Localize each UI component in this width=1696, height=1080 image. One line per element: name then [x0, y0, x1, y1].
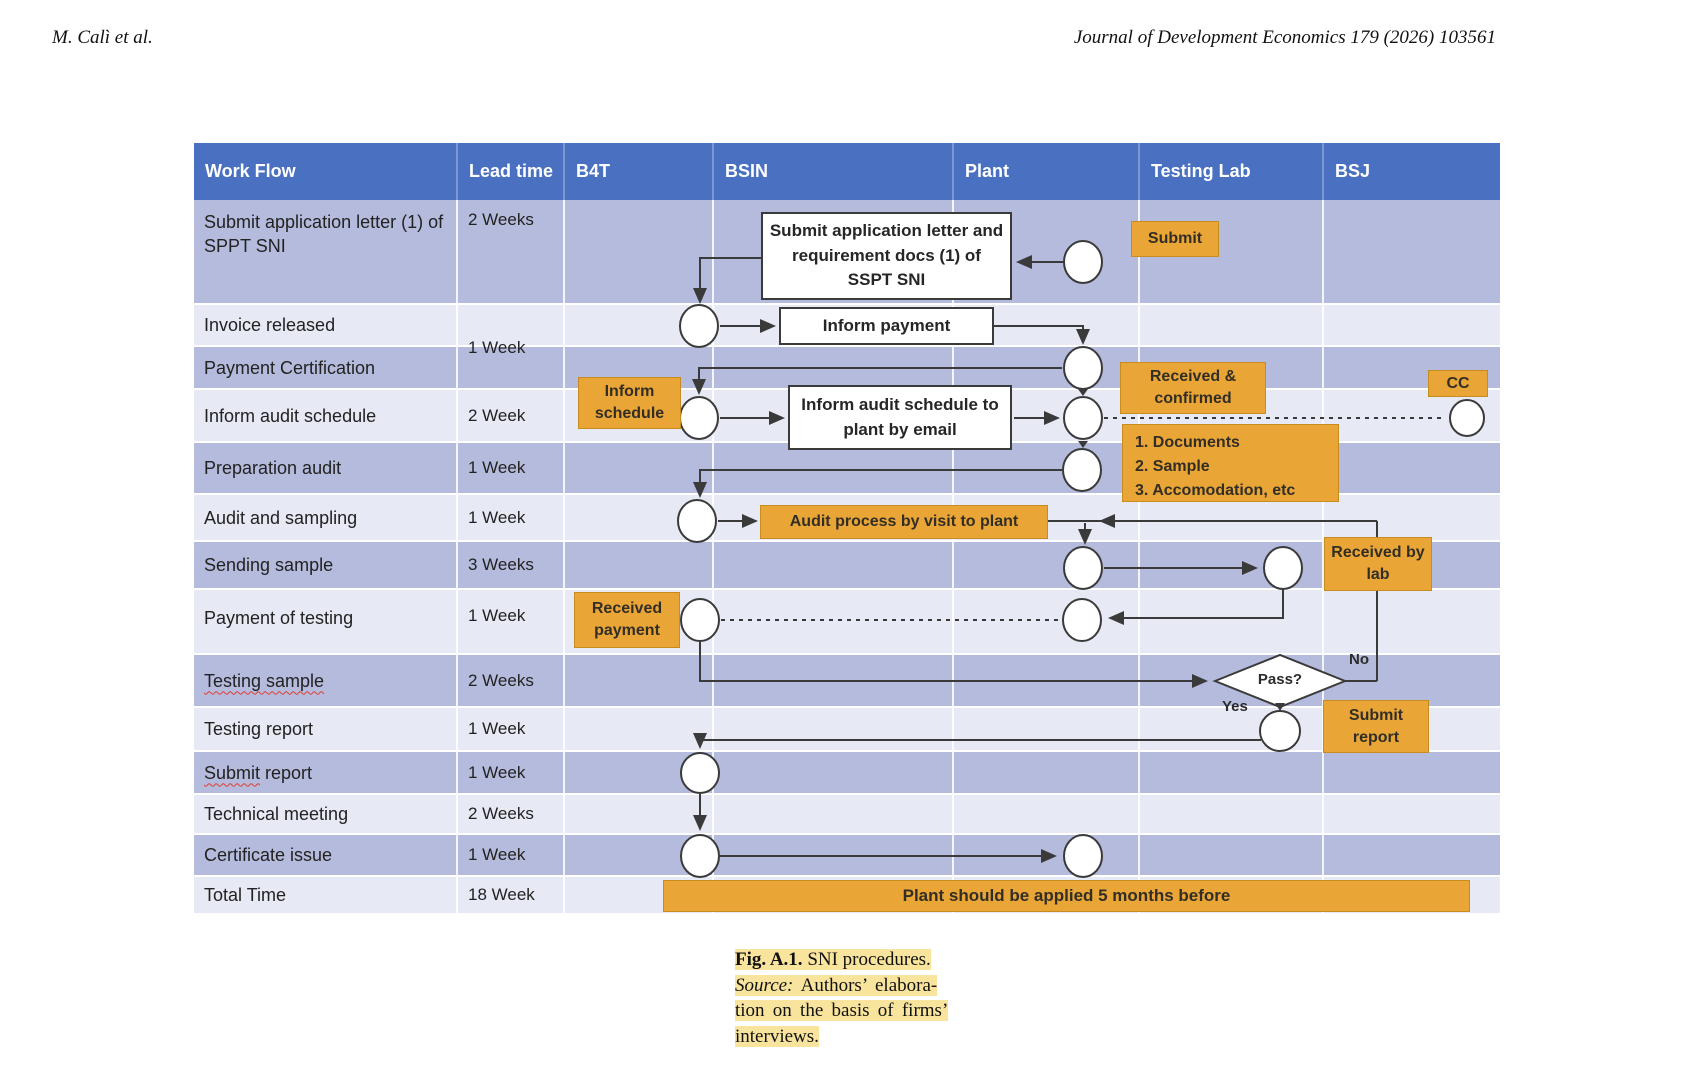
flow-box-audit-process: Audit process by visit to plant: [760, 505, 1048, 539]
flow-box-inform-audit-schedule: Inform audit schedule to plant by email: [788, 385, 1012, 450]
column-header-testing-lab: Testing Lab: [1138, 143, 1322, 200]
process-node: [1259, 710, 1301, 752]
process-node: [677, 499, 717, 543]
table-row: Submit report 1 Week: [194, 752, 1500, 795]
workflow-label: Total Time: [204, 884, 287, 905]
column-header-workflow: Work Flow: [194, 143, 456, 200]
process-node: [680, 834, 720, 878]
column-header-leadtime: Lead time: [456, 143, 563, 200]
workflow-label: Preparation audit: [204, 457, 342, 478]
lead-time-value: 2 Weeks: [468, 670, 534, 690]
process-node: [1063, 834, 1103, 878]
caption-text: interviews.: [735, 1025, 819, 1047]
lead-time-value: 1 Week: [468, 507, 526, 527]
column-divider: [1138, 200, 1140, 915]
process-node: [1063, 240, 1103, 284]
lead-time-value: 1 Week: [468, 762, 526, 782]
process-node: [679, 304, 719, 348]
no-branch-label: No: [1349, 651, 1369, 668]
figure-caption: Fig. A.1. SNI procedures. Source: Author…: [735, 949, 949, 1047]
flow-box-inform-payment: Inform payment: [779, 307, 994, 345]
lead-time-value: 2 Weeks: [468, 804, 534, 823]
column-divider: [456, 200, 458, 915]
total-time-banner: Plant should be applied 5 months before: [663, 880, 1470, 912]
lead-time-value: 1 Week: [468, 719, 526, 738]
lead-time-value: 1 Week: [468, 845, 526, 864]
flow-box-audit-checklist: 1. Documents 2. Sample 3. Accomodation, …: [1122, 424, 1339, 502]
process-node: [1062, 598, 1102, 642]
lead-time-value: 18 Week: [468, 885, 535, 904]
process-node: [1063, 546, 1103, 590]
lead-time-value: 2 Weeks: [468, 210, 534, 229]
column-header-bsj: BSJ: [1322, 143, 1500, 200]
pass-decision-label: Pass?: [1257, 671, 1303, 688]
process-node: [1063, 396, 1103, 440]
column-divider: [1322, 200, 1324, 915]
workflow-label: Technical meeting: [204, 803, 349, 824]
caption-text: tion on the basis of firms’: [735, 1000, 949, 1021]
workflow-label: Audit and sampling: [204, 507, 358, 528]
table-row: Technical meeting 2 Weeks: [194, 795, 1500, 835]
workflow-label: Testing report: [204, 718, 314, 739]
column-divider: [952, 200, 954, 915]
workflow-label: Sending sample: [204, 554, 334, 575]
lead-time-value: 1 Week: [468, 606, 526, 625]
process-node: [679, 396, 719, 440]
checklist-item: 1. Documents: [1135, 434, 1240, 451]
lead-time-value: 1 Week: [468, 458, 526, 477]
lead-time-merged-value: 1 Week: [468, 337, 526, 357]
process-node: [1263, 546, 1303, 590]
process-node: [1062, 448, 1102, 492]
workflow-label: Certificate issue: [204, 844, 333, 865]
figure-number: Fig. A.1.: [735, 949, 803, 970]
figure-title: SNI procedures.: [802, 949, 931, 970]
flow-box-cc: CC: [1428, 370, 1488, 397]
journal-header: Journal of Development Economics 179 (20…: [1073, 27, 1496, 48]
workflow-label: Payment Certification: [204, 357, 376, 378]
workflow-label: Payment of testing: [204, 608, 354, 628]
process-node: [680, 752, 720, 794]
flow-box-submit-application: Submit application letter and requiremen…: [761, 212, 1012, 300]
yes-branch-label: Yes: [1222, 698, 1248, 715]
workflow-label: Submit application letter (1) of SPPT SN…: [204, 212, 444, 257]
checklist-item: 3. Accomodation, etc: [1135, 482, 1296, 499]
flow-box-submit-report: Submit report: [1323, 700, 1429, 753]
pass-decision-diamond: [1212, 653, 1348, 709]
misspelled-text: Submit: [204, 762, 261, 783]
process-node: [680, 598, 720, 642]
misspelled-text: Testing sample: [204, 670, 325, 691]
checklist-item: 2. Sample: [1135, 458, 1210, 475]
flow-box-submit: Submit: [1131, 221, 1219, 257]
flow-box-inform-schedule: Inform schedule: [578, 377, 681, 429]
column-header-plant: Plant: [952, 143, 1138, 200]
source-label: Source:: [735, 974, 794, 996]
workflow-label: Invoice released: [204, 314, 336, 335]
column-divider: [563, 200, 565, 915]
lead-time-value: 3 Weeks: [468, 555, 534, 574]
column-divider: [712, 200, 714, 915]
workflow-label: Testing sample: [204, 668, 448, 692]
author-header: M. Calì et al.: [52, 27, 153, 48]
flow-box-received-payment: Received payment: [574, 592, 680, 648]
process-node-cc: [1449, 399, 1485, 437]
workflow-label: Submit report: [204, 762, 313, 783]
workflow-label: Inform audit schedule: [204, 405, 377, 426]
column-header-bsin: BSIN: [712, 143, 952, 200]
flow-box-received-by-lab: Received by lab: [1324, 537, 1432, 591]
lead-time-value: 2 Week: [468, 405, 526, 425]
process-node: [1063, 346, 1103, 390]
column-header-b4t: B4T: [563, 143, 712, 200]
flow-box-received-confirmed: Received & confirmed: [1120, 362, 1266, 414]
